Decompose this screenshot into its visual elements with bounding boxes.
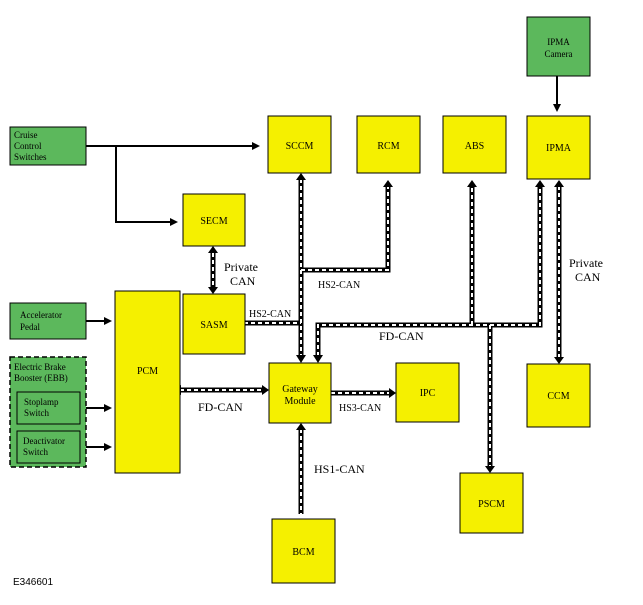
private-can-right-line1: Private xyxy=(569,256,603,270)
arrowhead-secm-private xyxy=(208,246,218,253)
module-labels: SCCM RCM ABS IPMA SECM SASM PCM Gateway … xyxy=(137,141,572,558)
arrowhead-ipma-private xyxy=(554,180,564,187)
ipc-box xyxy=(395,362,460,423)
arrowhead-ccm xyxy=(554,357,564,364)
hs2-can-top-label: HS2-CAN xyxy=(318,280,360,291)
gateway-label-line2: Module xyxy=(284,396,316,407)
diagram-id: E346601 xyxy=(13,577,53,588)
arrowhead-gw-top-hs2 xyxy=(296,355,306,363)
arrowhead-gw-bottom xyxy=(296,423,306,430)
wire-cruise-to-secm xyxy=(115,146,178,226)
gateway-module-box xyxy=(268,362,332,424)
bcm-label: BCM xyxy=(292,547,314,558)
secm-label: SECM xyxy=(200,216,227,227)
arrowhead-rcm xyxy=(383,180,393,187)
arrowhead-gw-left-fd xyxy=(262,385,269,395)
arrowhead-pscm xyxy=(485,466,495,473)
ipma-camera-label-line2: Camera xyxy=(545,49,573,59)
bus-label-group: Private CAN Private CAN HS2-CAN HS2-CAN … xyxy=(198,256,603,476)
arrowhead-sasm-private xyxy=(208,287,218,294)
ipma-camera-label-line1: IPMA xyxy=(547,37,570,47)
bus-lines xyxy=(174,173,564,514)
cruise-label-line3: Switches xyxy=(14,152,47,162)
sccm-label: SCCM xyxy=(286,141,314,152)
cruise-control-box xyxy=(9,126,87,166)
accelerator-pedal-box xyxy=(9,302,87,340)
gateway-label-line1: Gateway xyxy=(282,384,318,395)
modules xyxy=(114,115,591,584)
accel-label-line2: Pedal xyxy=(20,322,40,332)
rcm-label: RCM xyxy=(377,141,399,152)
fd-can-top-label: FD-CAN xyxy=(379,329,424,343)
ipma-box xyxy=(526,115,591,180)
ipma-label: IPMA xyxy=(546,143,572,154)
arrowhead-ipma-fd xyxy=(535,180,545,187)
hs1-can-label: HS1-CAN xyxy=(314,462,365,476)
cruise-label-line1: Cruise xyxy=(14,130,38,140)
arrowhead-gw-top-fd xyxy=(313,355,323,363)
ipc-label: IPC xyxy=(420,388,436,399)
stoplamp-label-line2: Switch xyxy=(24,408,50,418)
private-can-left-line2: CAN xyxy=(230,274,256,288)
sasm-box xyxy=(182,293,246,355)
sccm-box xyxy=(267,115,332,174)
ebb-label-line1: Electric Brake xyxy=(14,362,66,372)
secm-box xyxy=(182,193,246,247)
inputs xyxy=(9,16,591,468)
ccm-box xyxy=(526,363,591,428)
stoplamp-switch-box xyxy=(16,391,81,425)
pscm-label: PSCM xyxy=(478,499,505,510)
pcm-label: PCM xyxy=(137,366,158,377)
arrowhead-ipc xyxy=(389,388,396,398)
ebb-label-line2: Booster (EBB) xyxy=(14,373,68,383)
deactivator-label-line2: Switch xyxy=(23,447,49,457)
pcm-box xyxy=(114,290,181,474)
cruise-label-line2: Control xyxy=(14,141,42,151)
rcm-box xyxy=(356,115,421,174)
ccm-label: CCM xyxy=(547,391,569,402)
deactivator-label-line1: Deactivator xyxy=(23,436,65,446)
bcm-box xyxy=(271,518,336,584)
private-can-right-line2: CAN xyxy=(575,270,601,284)
arrowhead-abs xyxy=(467,180,477,187)
stoplamp-label-line1: Stoplamp xyxy=(24,397,59,407)
pscm-box xyxy=(459,472,524,534)
sasm-label: SASM xyxy=(200,320,227,331)
private-can-left-line1: Private xyxy=(224,260,258,274)
input-labels: IPMA Camera Cruise Control Switches Acce… xyxy=(14,37,572,457)
abs-box xyxy=(442,115,507,174)
abs-label: ABS xyxy=(465,141,484,152)
bus-hs2-can-sccm-rcm xyxy=(298,179,391,355)
accel-label-line1: Accelerator xyxy=(20,310,62,320)
hs3-can-label: HS3-CAN xyxy=(339,403,381,414)
deactivator-switch-box xyxy=(16,430,81,464)
signal-wires xyxy=(83,76,561,451)
arrowhead-sccm xyxy=(296,173,306,180)
ipma-camera-box xyxy=(526,16,591,77)
fd-can-pcm-label: FD-CAN xyxy=(198,400,243,414)
hs2-can-sasm-label: HS2-CAN xyxy=(249,309,291,320)
